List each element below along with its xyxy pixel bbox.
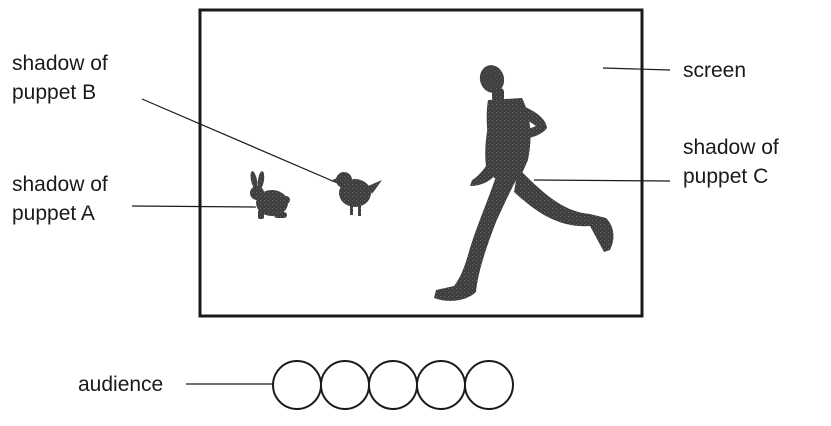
- label-shadow-of-puppet-a-line-2: puppet A: [12, 199, 108, 228]
- audience-member: [321, 361, 369, 409]
- label-shadow-of-puppet-c-line-2: puppet C: [683, 162, 779, 191]
- audience-member: [417, 361, 465, 409]
- runner-shadow: [434, 62, 613, 301]
- audience-member: [273, 361, 321, 409]
- audience-group: [273, 361, 513, 409]
- screen-frame: [200, 10, 642, 316]
- label-shadow-of-puppet-c-line-1: shadow of: [683, 133, 779, 162]
- rabbit-shadow: [249, 171, 290, 219]
- audience-member: [369, 361, 417, 409]
- label-shadow-of-puppet-a-line-1: shadow of: [12, 170, 108, 199]
- leader-line-screen: [603, 68, 670, 70]
- label-shadow-of-puppet-c: shadow of puppet C: [683, 133, 779, 191]
- label-shadow-of-puppet-b-line-1: shadow of: [12, 49, 108, 78]
- audience-member: [465, 361, 513, 409]
- label-shadow-of-puppet-b-line-2: puppet B: [12, 78, 108, 107]
- leader-line-puppet-b: [142, 99, 342, 185]
- leader-line-puppet-c: [534, 180, 670, 181]
- chick-shadow: [330, 172, 382, 216]
- label-audience: audience: [78, 370, 163, 399]
- label-shadow-of-puppet-a: shadow of puppet A: [12, 170, 108, 228]
- leader-line-puppet-a: [132, 206, 256, 207]
- label-shadow-of-puppet-b: shadow of puppet B: [12, 49, 108, 107]
- label-screen: screen: [683, 56, 746, 85]
